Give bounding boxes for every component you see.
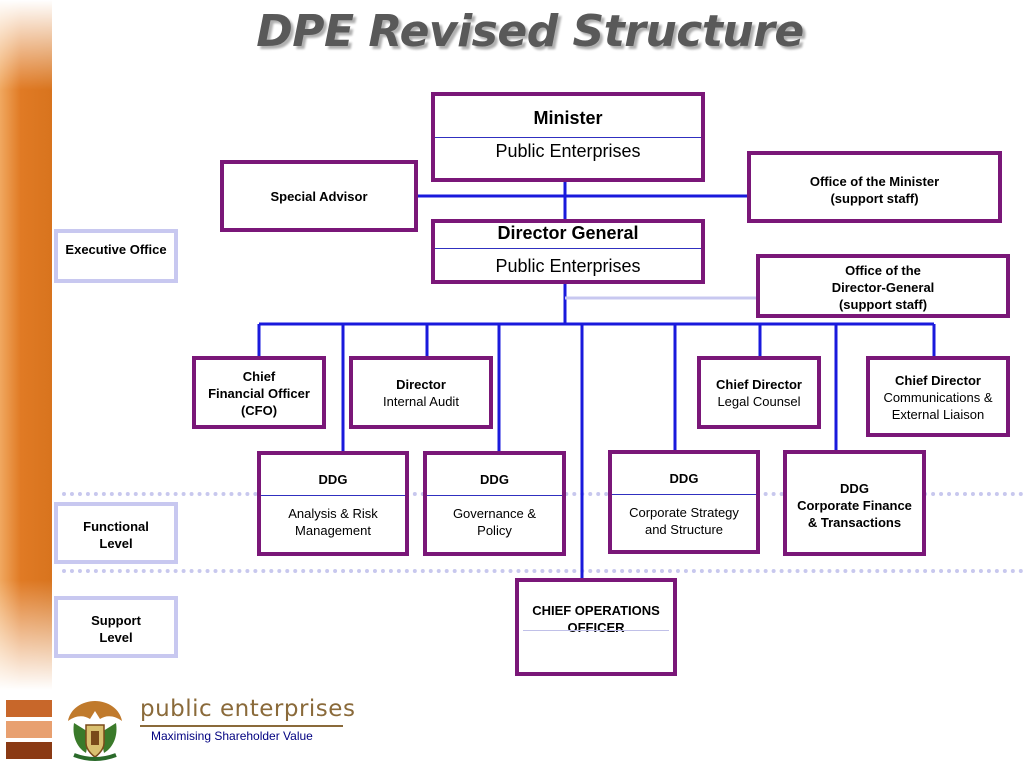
- level-executive-office: Executive Office: [54, 229, 178, 283]
- minister-box: Minister Public Enterprises: [431, 92, 705, 182]
- minister-title: Minister: [533, 108, 603, 128]
- functional-separator-bottom: [62, 569, 1024, 573]
- footer-tagline: Maximising Shareholder Value: [151, 729, 313, 743]
- special-advisor-box: Special Advisor: [220, 160, 418, 232]
- coo-box: CHIEF OPERATIONS OFFICER: [515, 578, 677, 676]
- ddg-risk-box: DDG Analysis & Risk Management: [257, 451, 409, 556]
- level-support: Support Level: [54, 596, 178, 658]
- footer-brand: public enterprises: [140, 696, 356, 722]
- director-general-title: Director General: [497, 223, 639, 243]
- director-general-subtitle: Public Enterprises: [495, 256, 641, 276]
- left-accent-bar: [0, 0, 52, 690]
- cfo-box: Chief Financial Officer (CFO): [192, 356, 326, 429]
- chief-director-legal-box: Chief Director Legal Counsel: [697, 356, 821, 429]
- office-of-dg-box: Office of the Director-General (support …: [756, 254, 1010, 318]
- director-general-box: Director General Public Enterprises: [431, 219, 705, 284]
- minister-subtitle: Public Enterprises: [495, 141, 641, 161]
- ddg-strategy-box: DDG Corporate Strategy and Structure: [608, 450, 760, 554]
- office-of-minister-box: Office of the Minister (support staff): [747, 151, 1002, 223]
- level-functional: Functional Level: [54, 502, 178, 564]
- ddg-governance-box: DDG Governance & Policy: [423, 451, 566, 556]
- director-internal-audit-box: Director Internal Audit: [349, 356, 493, 429]
- page-title: DPE Revised Structure: [256, 6, 804, 57]
- ddg-finance-box: DDG Corporate Finance & Transactions: [783, 450, 926, 556]
- chief-director-comms-box: Chief Director Communications & External…: [866, 356, 1010, 437]
- coat-of-arms-icon: [68, 701, 122, 761]
- footer-brand-underline: [140, 725, 343, 727]
